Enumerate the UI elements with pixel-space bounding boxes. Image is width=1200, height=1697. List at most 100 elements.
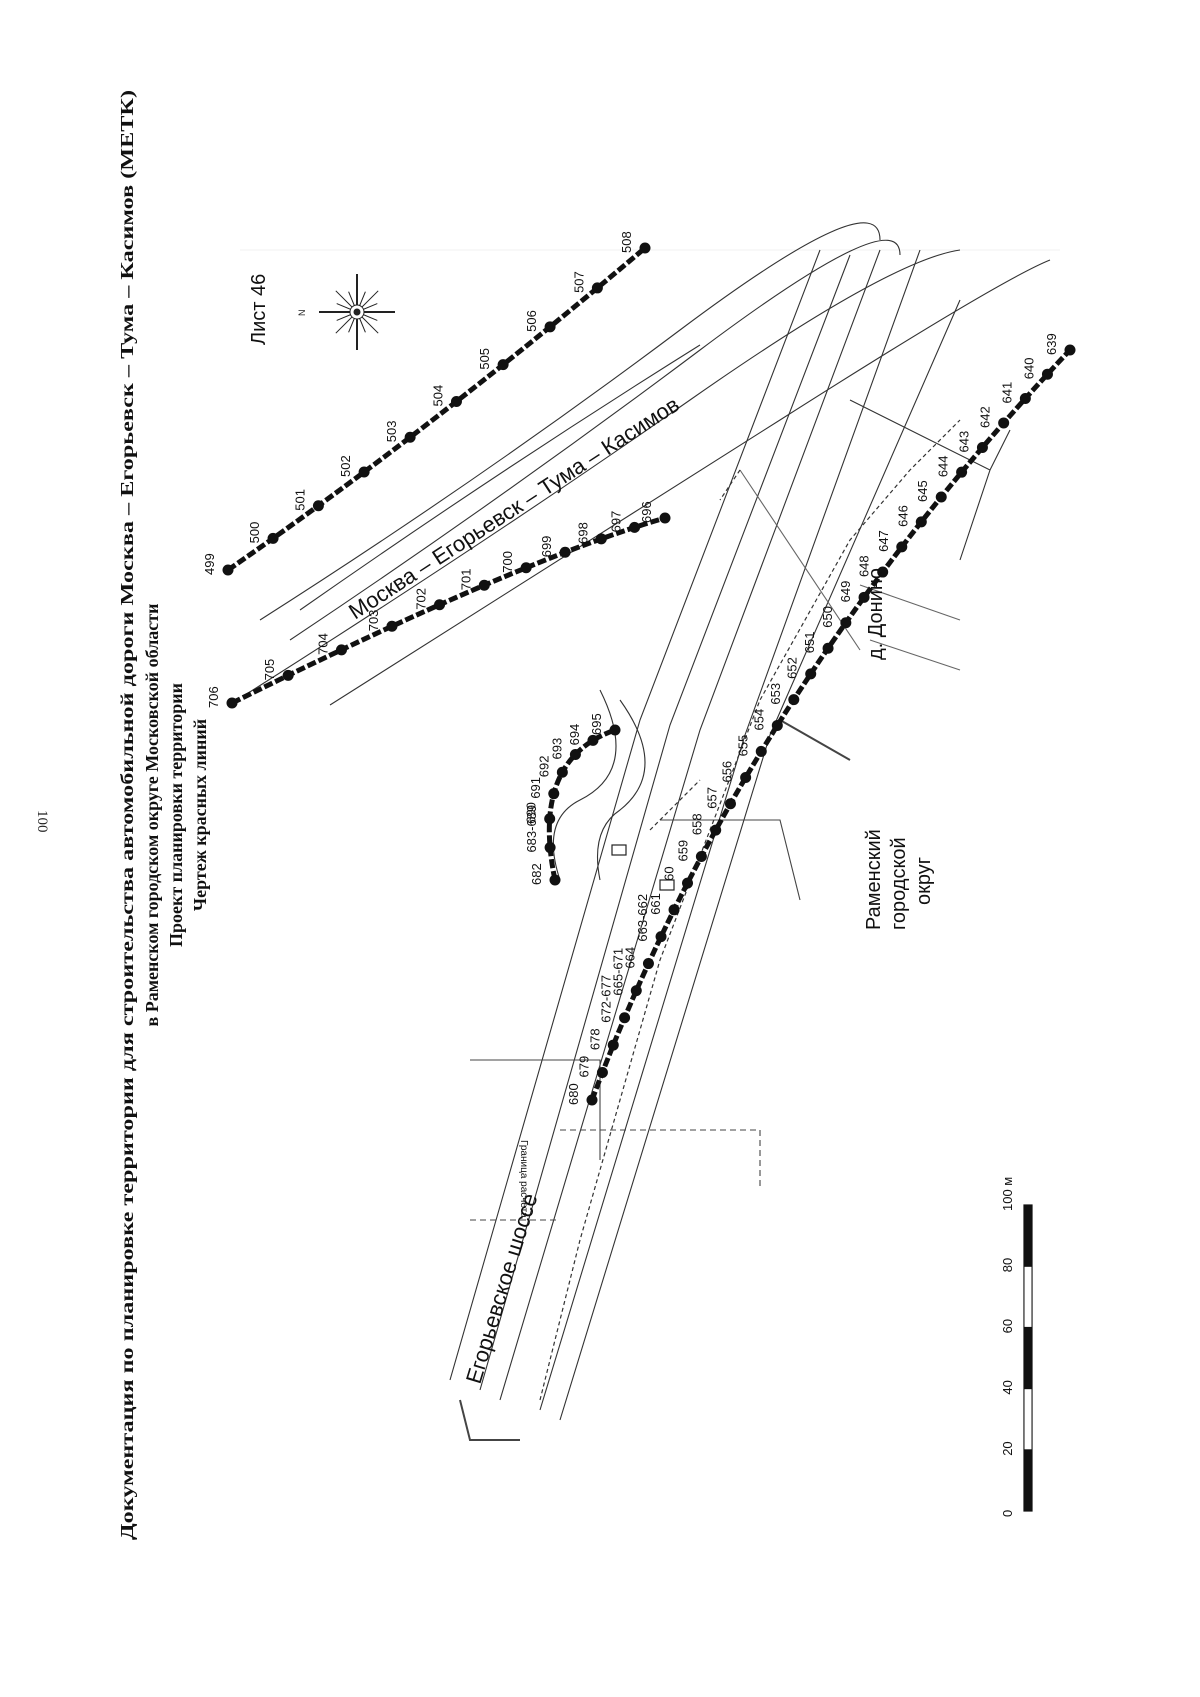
point-label: 664 [622,947,637,969]
point-label: 697 [609,511,624,533]
point-label: 706 [206,686,221,708]
red-line-point [771,719,783,731]
red-line-point [386,620,398,632]
title-line-1: Документация по планировке территории дл… [117,90,138,1540]
title-line-4: Чертеж красных линий [190,719,210,911]
point-label: 645 [915,480,930,502]
red-line-point [450,395,462,407]
red-line-point [1064,344,1076,356]
red-line-point [639,242,651,254]
point-label: 701 [458,569,473,591]
red-line-point [556,766,568,778]
point-label: 654 [751,709,766,731]
point-label: 504 [430,385,445,407]
scale-tick-label: 60 [1000,1319,1015,1333]
village-label-donino: д. Донино [865,568,887,660]
point-label: 646 [895,505,910,527]
red-line-point [596,1066,608,1078]
red-line-point [548,788,560,800]
red-line-point [935,491,947,503]
compass-north-letter: N [297,310,307,317]
point-label: 655 [735,735,750,757]
point-label: 698 [575,522,590,544]
point-label: 652 [785,657,800,679]
point-label: 702 [414,588,429,610]
red-line-point [822,642,834,654]
red-lines [222,242,1076,1106]
sheet-label: Лист 46 [248,274,270,345]
point-label: 704 [315,633,330,655]
district-label-2: городской [888,837,910,930]
red-line-point [544,321,556,333]
red-line-point [724,798,736,810]
map-text: Москва – Егорьевск – Тума – Касимов Егор… [248,274,935,1387]
point-label: 647 [876,530,891,552]
red-line-point [877,566,889,578]
red-line-point [609,724,621,736]
title-line-3: Проект планировки территории [166,683,186,947]
point-label: 693 [549,738,564,760]
point-label: 648 [857,555,872,577]
district-label-1: Раменский [863,829,885,930]
point-label: 499 [202,553,217,575]
point-label: 678 [587,1028,602,1050]
point-label: 644 [936,455,951,477]
point-label: 691 [528,777,543,799]
red-line-point [595,533,607,545]
scale-tick-label: 40 [1000,1380,1015,1394]
red-line-point [976,442,988,454]
point-label: 502 [338,455,353,477]
point-label: 500 [247,522,262,544]
red-line-point [915,516,927,528]
red-line-point [896,541,908,553]
building-icons [611,844,675,891]
point-label: 508 [619,231,634,253]
red-line-point [267,532,279,544]
point-label: 692 [536,756,551,778]
point-label: 699 [539,536,554,558]
red-line-point [1041,368,1053,380]
scale-tick-label: 20 [1000,1441,1015,1455]
scale-tick-label: 0 [1000,1510,1015,1517]
red-line-point [1019,393,1031,405]
red-line-point [682,877,694,889]
scale-segment [1023,1449,1033,1512]
red-line-point [607,1039,619,1051]
red-line-point [222,564,234,576]
red-line-point [740,772,752,784]
red-line-point [544,842,556,854]
red-line-point [335,644,347,656]
red-line-point [629,521,641,533]
red-line-point [282,669,294,681]
point-label: 703 [366,610,381,632]
title-line-2: в Раменском городском округе Московской … [142,603,162,1026]
point-label: 656 [720,761,735,783]
building-icon [611,844,627,856]
point-label: 507 [571,271,586,293]
point-label: 683-689 [524,805,539,853]
red-line-point [478,579,490,591]
red-line-point [586,1094,598,1106]
red-line-point [404,431,416,443]
red-line-point [497,359,509,371]
boundary-label: Граница расчета [518,1140,529,1218]
red-line-a-line [226,246,647,573]
red-line-point [858,591,870,603]
point-label: 639 [1044,333,1059,355]
district-label-3: округ [913,857,935,905]
red-line-point [358,466,370,478]
compass-rose-icon: N [297,274,395,350]
red-line-point [668,904,680,916]
red-line-point [312,500,324,512]
red-line-point [569,748,581,760]
red-line-point [998,417,1010,429]
red-line-point [755,745,767,757]
point-label: 690 [524,802,539,824]
point-label: 505 [477,348,492,370]
red-line-point [840,617,852,629]
point-label: 642 [978,406,993,428]
red-line-point [630,985,642,997]
point-label: 679 [576,1056,591,1078]
